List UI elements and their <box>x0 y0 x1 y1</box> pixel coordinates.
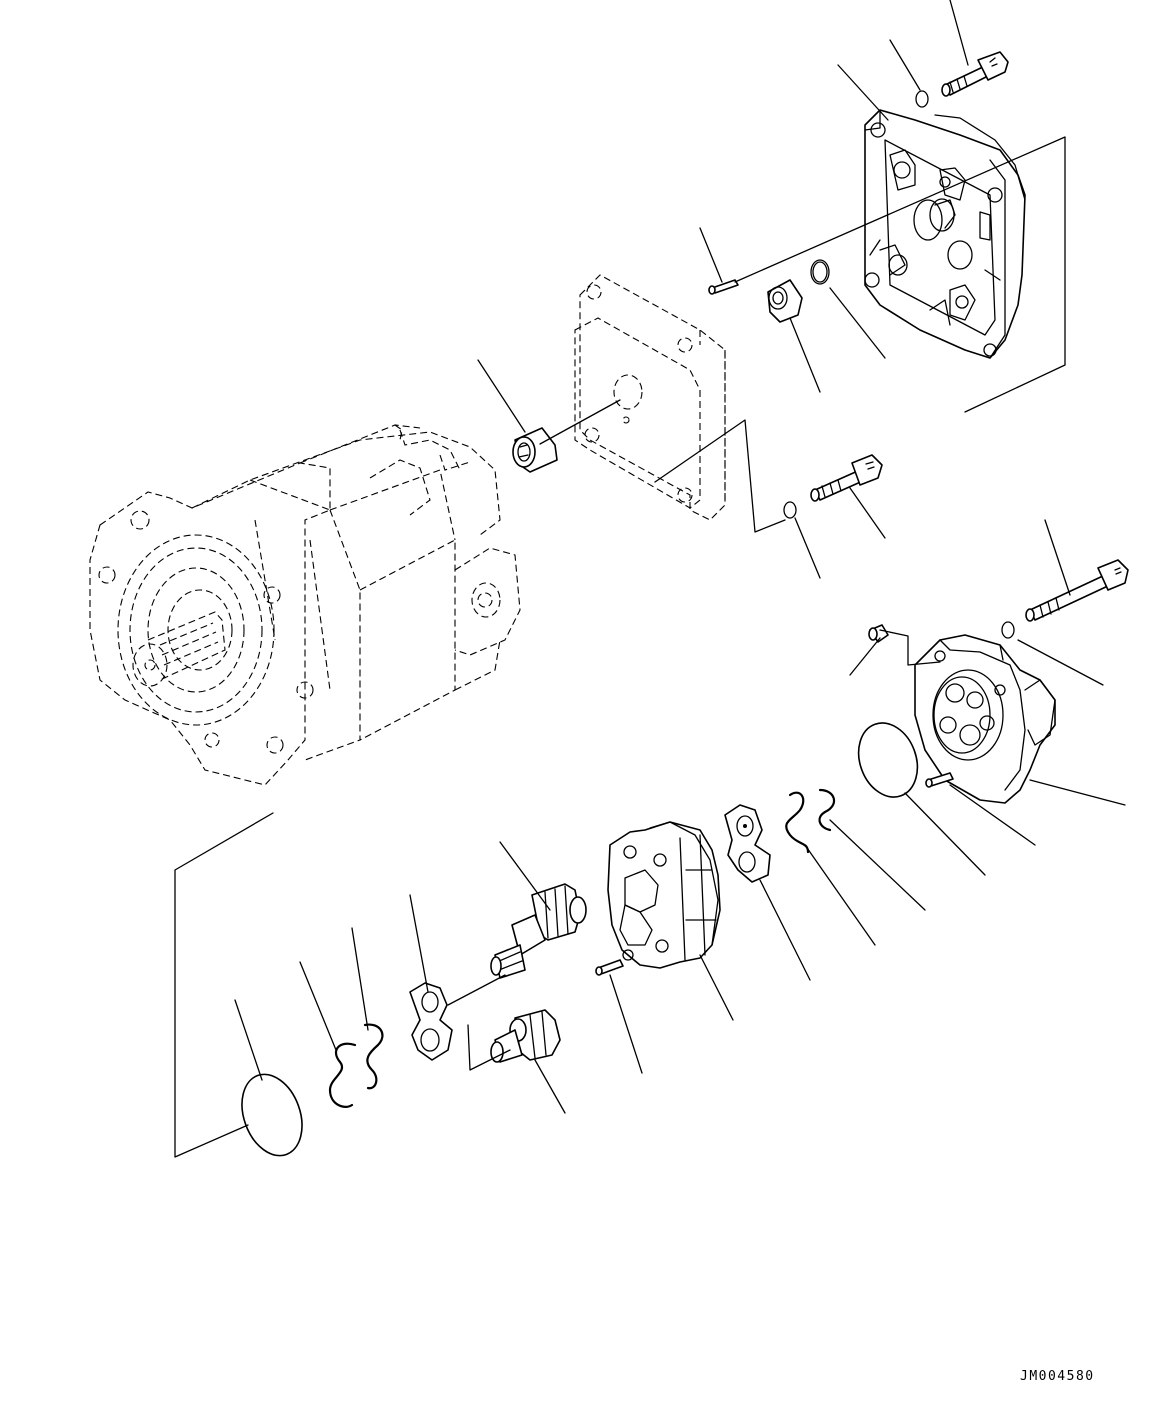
snap-ring-right-1 <box>785 791 810 854</box>
snap-ring-left-2 <box>363 1023 384 1090</box>
snap-ring-left-1 <box>328 1042 357 1108</box>
thrust-plate-right <box>724 804 771 883</box>
bushing <box>512 427 558 473</box>
dowel-pin-upper <box>708 279 739 295</box>
drawing-code: JM004580 <box>1020 1369 1095 1384</box>
pump-body-assembly <box>89 424 521 786</box>
drive-gear <box>490 883 587 979</box>
seal-boss <box>767 279 803 323</box>
bolt-long <box>1025 559 1129 622</box>
bolt-top <box>941 51 1009 97</box>
dowel-pin-right <box>925 772 954 788</box>
thrust-plate-left <box>409 982 453 1061</box>
o-ring-small <box>810 259 830 285</box>
o-ring-small-inner <box>812 261 828 283</box>
cover-plate-phantom <box>574 274 726 521</box>
washer-middle <box>783 501 797 519</box>
bolt-middle <box>810 454 883 502</box>
gear-case <box>607 821 721 969</box>
seal-disc-right <box>857 722 919 798</box>
rear-cover <box>864 109 1026 359</box>
seal-disc-left <box>241 1073 303 1157</box>
leader-lines <box>174 0 1126 1158</box>
front-cover <box>914 634 1056 804</box>
washer-top <box>915 90 929 108</box>
knock-pin <box>868 624 889 643</box>
washer-right <box>1001 621 1015 639</box>
snap-ring-right-2 <box>818 788 836 832</box>
dowel-pin-lower <box>595 959 624 976</box>
